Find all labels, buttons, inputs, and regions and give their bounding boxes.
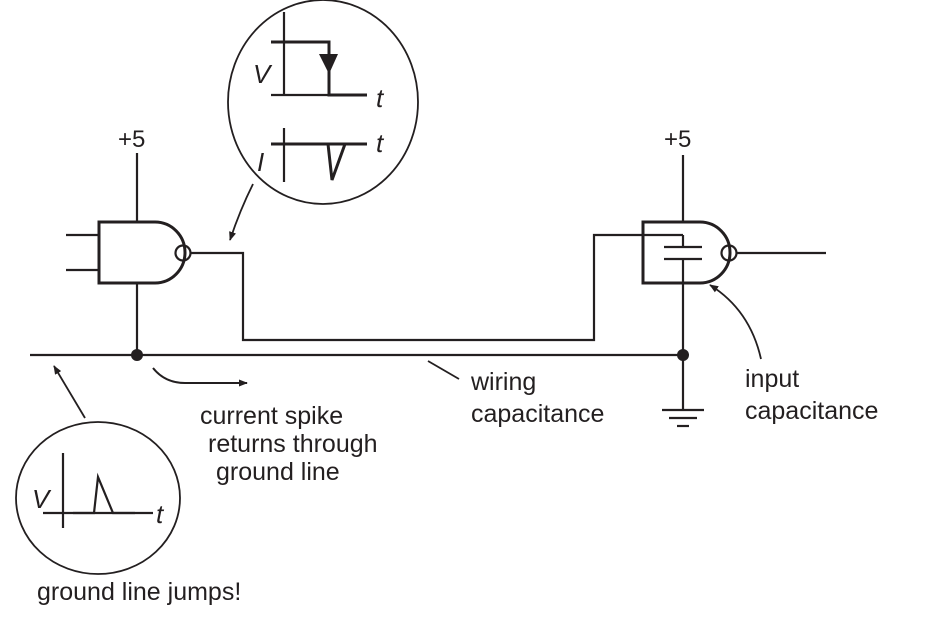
svg-text:capacitance: capacitance (745, 397, 878, 425)
svg-text:capacitance: capacitance (471, 400, 604, 428)
svg-text:ground line: ground line (216, 458, 340, 486)
svg-text:current spike: current spike (200, 402, 343, 430)
wiring-capacitance-leader (427, 360, 460, 380)
top-voltage-time-label: t (376, 83, 385, 113)
left-nand-gate (66, 153, 192, 355)
voltage-fall-arrow-icon (319, 54, 338, 74)
right-ground-junction-dot (677, 349, 689, 361)
ground-magnifier-pointer (53, 365, 86, 419)
right-nand-gate (641, 155, 826, 410)
signal-wire (191, 233, 683, 342)
current-spike-waveform (326, 143, 347, 181)
ground-symbol-icon (662, 408, 704, 428)
svg-text:input: input (745, 365, 799, 393)
svg-text:returns through: returns through (208, 430, 378, 458)
ground-time-axis-label: t (156, 499, 165, 529)
ground-jumps-label: ground line jumps! (37, 578, 241, 606)
top-current-time-label: t (376, 128, 385, 158)
ground-magnifier-circle (15, 421, 181, 575)
input-capacitance-pointer (709, 284, 762, 360)
top-current-axis-label: I (257, 147, 264, 177)
right-gate-inversion-bubble (720, 244, 738, 262)
right-gate-supply-label: +5 (664, 126, 691, 153)
svg-text:wiring: wiring (470, 368, 536, 396)
voltage-waveform (271, 40, 367, 97)
ground-magnifier (15, 421, 181, 575)
left-gate-body (97, 220, 187, 285)
current-return-arrow-icon (152, 367, 248, 387)
ground-bounce-waveform (73, 472, 135, 515)
left-gate-inversion-bubble (174, 244, 192, 262)
left-gate-supply-label: +5 (118, 126, 145, 153)
wiring-capacitance-label: wiring capacitance (470, 368, 604, 428)
top-magnifier-pointer (229, 183, 254, 241)
right-gate-body (641, 220, 732, 285)
top-magnifier-circle (227, 0, 419, 205)
left-ground-junction-dot (131, 349, 143, 361)
input-capacitance-label: input capacitance (745, 365, 878, 425)
top-magnifier (227, 0, 419, 205)
current-spike-label: current spike returns through ground lin… (200, 402, 378, 486)
top-voltage-axis-label: V (253, 59, 273, 89)
ground-voltage-axis-label: V (32, 484, 52, 514)
